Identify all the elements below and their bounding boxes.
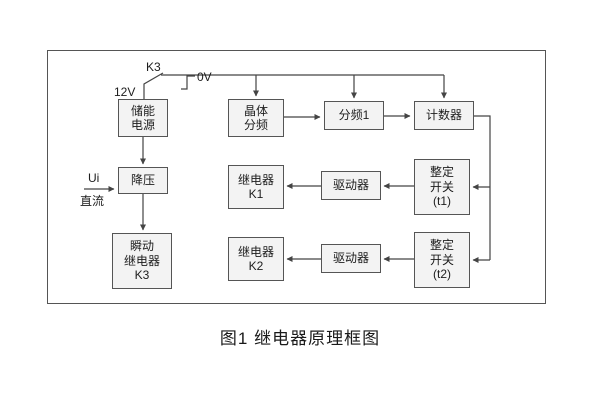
block-relay-k2: 继电器 K2	[228, 237, 284, 281]
block-storage-power: 储能 电源	[118, 99, 168, 137]
block-stepdown: 降压	[118, 167, 168, 194]
figure-caption: 图1 继电器原理框图	[219, 329, 381, 348]
block-setting-switch-t2: 整定 开关 (t2)	[414, 232, 470, 288]
dc-label: 直流	[80, 194, 105, 208]
ui-input-label: Ui	[88, 171, 100, 185]
switch-k3-label: K3	[146, 60, 161, 74]
block-setting-switch-t1: 整定 开关 (t1)	[414, 159, 470, 215]
block-driver-1: 驱动器	[321, 171, 381, 200]
block-frequency-divider-1: 分频1	[324, 101, 384, 130]
block-driver-2: 驱动器	[321, 244, 381, 273]
block-crystal-divider: 晶体 分频	[228, 99, 284, 137]
voltage-0v-label: 0V	[197, 70, 212, 84]
block-instant-relay-k3: 瞬动 继电器 K3	[112, 233, 172, 289]
block-counter: 计数器	[414, 101, 474, 130]
block-relay-k1: 继电器 K1	[228, 165, 284, 209]
voltage-12v-label: 12V	[114, 85, 136, 99]
